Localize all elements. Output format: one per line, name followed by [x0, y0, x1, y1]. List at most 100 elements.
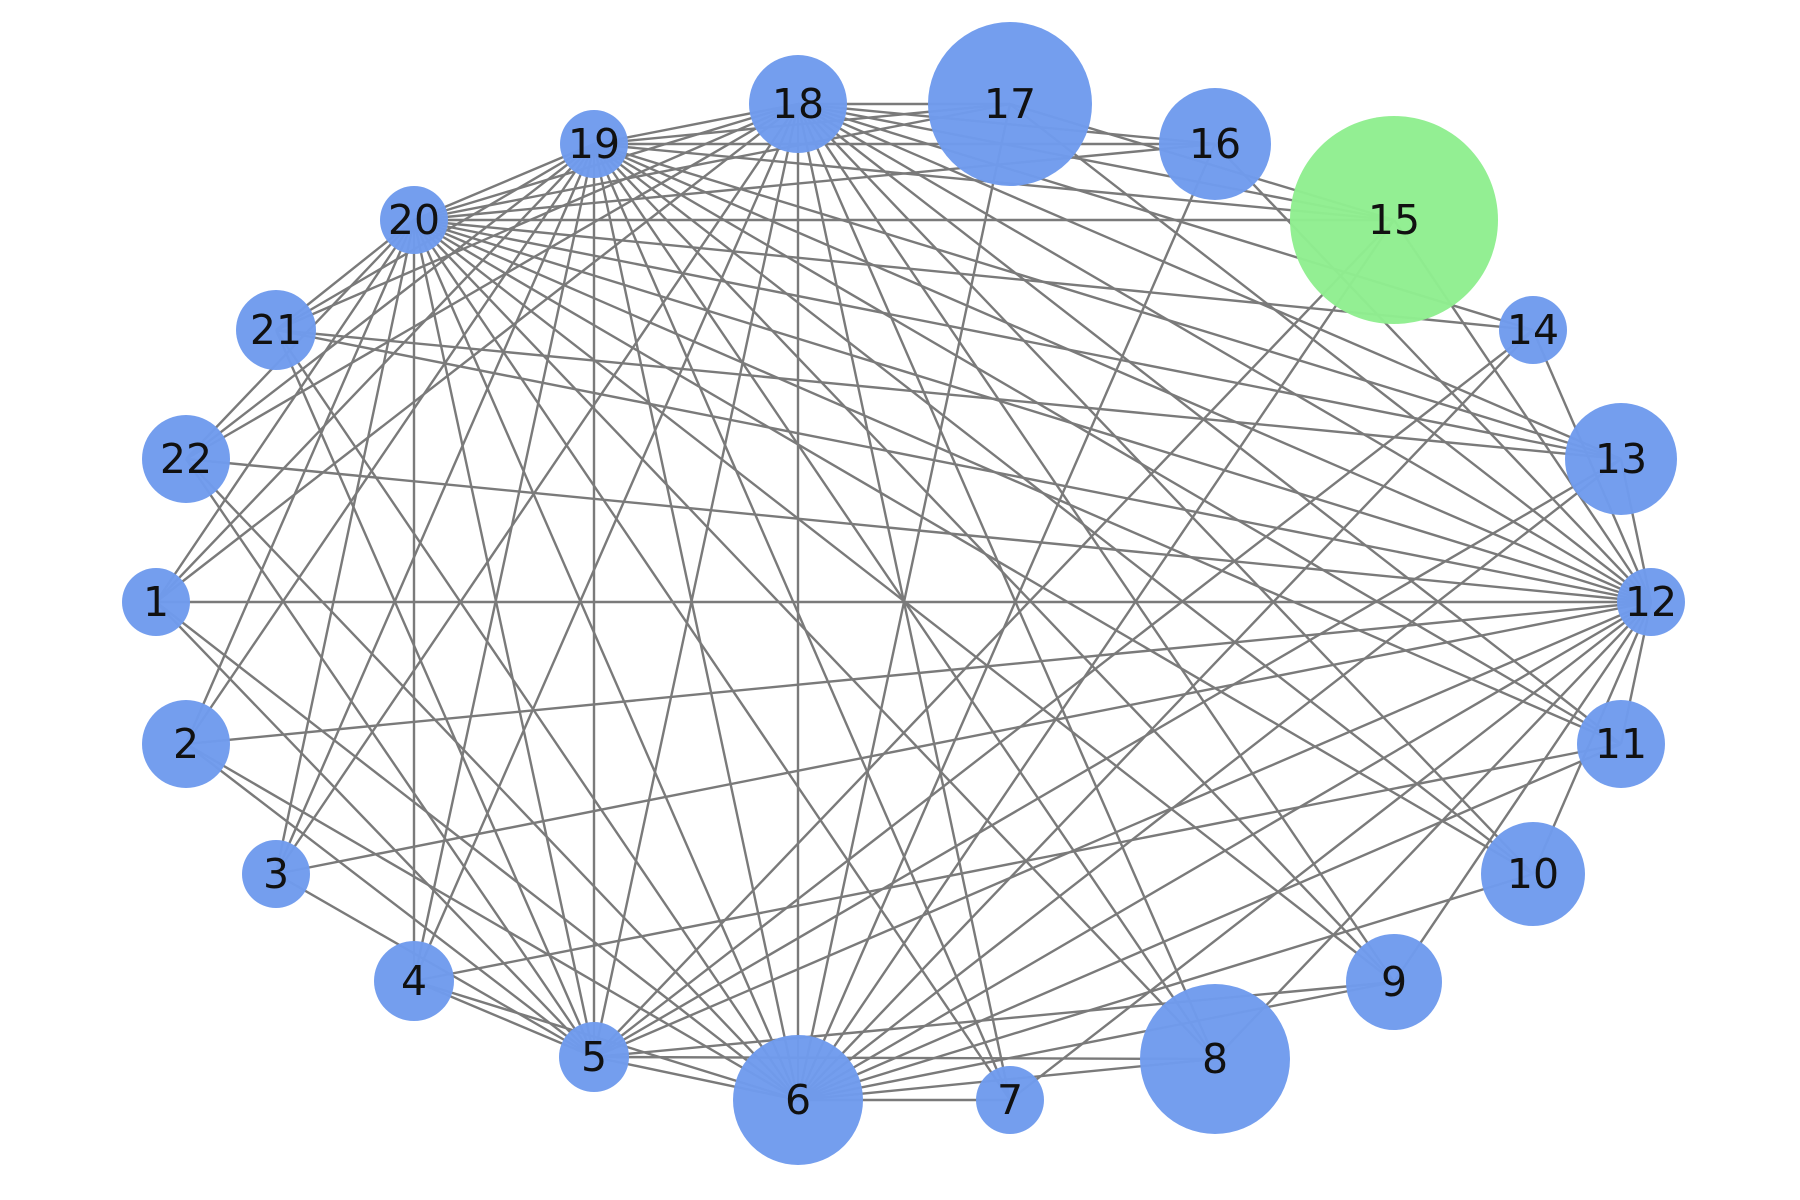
edge-12-18 — [797, 102, 1652, 604]
edge-18-21 — [275, 102, 799, 332]
edge-22-6 — [185, 458, 799, 1101]
edge-6-13 — [797, 458, 1622, 1101]
edge-2-5 — [185, 743, 595, 1058]
edge-13-21 — [275, 328, 1622, 461]
edge-8-18 — [796, 103, 1217, 1060]
edge-3-12 — [275, 600, 1652, 876]
node-label-3: 3 — [263, 850, 289, 898]
edge-1-6 — [155, 601, 799, 1101]
node-circle-12 — [1617, 568, 1685, 636]
edge-10-19 — [593, 143, 1534, 875]
edge-9-20 — [413, 219, 1395, 983]
edge-21-5 — [274, 329, 596, 1058]
edge-7-19 — [592, 143, 1012, 1101]
edge-13-19 — [593, 142, 1622, 461]
node-label-1: 1 — [143, 578, 169, 626]
edge-1-19 — [155, 143, 595, 603]
node-circle-16 — [1159, 88, 1271, 200]
node-circle-22 — [142, 415, 230, 503]
edge-10-18 — [797, 103, 1534, 875]
edge-10-20 — [413, 218, 1534, 876]
node-circle-11 — [1577, 700, 1665, 788]
node-label-15: 15 — [1368, 196, 1420, 244]
edge-6-19 — [592, 143, 800, 1101]
edge-6-15 — [797, 219, 1395, 1101]
node-2: 2 — [142, 700, 230, 788]
edge-16-20 — [413, 142, 1216, 222]
node-label-13: 13 — [1595, 435, 1647, 483]
node-22: 22 — [142, 415, 230, 503]
node-label-22: 22 — [160, 435, 212, 483]
node-16: 16 — [1159, 88, 1271, 200]
edge-6-16 — [796, 143, 1217, 1101]
node-circle-13 — [1565, 403, 1677, 515]
node-label-7: 7 — [997, 1076, 1023, 1124]
edge-11-19 — [593, 142, 1622, 746]
edge-5-15 — [593, 219, 1395, 1058]
edge-6-20 — [412, 219, 800, 1101]
edge-19-22 — [185, 143, 595, 460]
node-20: 20 — [380, 186, 448, 254]
edge-12-21 — [275, 328, 1652, 604]
node-circle-15 — [1290, 116, 1498, 324]
edge-17-20 — [413, 102, 1011, 222]
node-label-19: 19 — [568, 120, 620, 168]
node-circle-14 — [1499, 296, 1567, 364]
edge-2-20 — [184, 219, 416, 745]
node-label-2: 2 — [173, 720, 199, 768]
node-18: 18 — [749, 55, 847, 153]
node-label-14: 14 — [1507, 306, 1559, 354]
node-15: 15 — [1290, 116, 1498, 324]
edge-2-6 — [185, 742, 799, 1102]
edge-1-5 — [155, 601, 595, 1058]
node-21: 21 — [236, 290, 316, 370]
node-10: 10 — [1481, 822, 1585, 926]
node-label-4: 4 — [401, 957, 427, 1005]
node-5: 5 — [559, 1022, 629, 1092]
edge-3-19 — [274, 143, 596, 875]
node-label-9: 9 — [1381, 958, 1407, 1006]
node-label-17: 17 — [984, 80, 1036, 128]
edge-12-20 — [413, 218, 1652, 604]
edge-5-12 — [593, 600, 1652, 1059]
edge-12-22 — [185, 457, 1652, 604]
node-label-11: 11 — [1595, 720, 1647, 768]
node-6: 6 — [733, 1035, 863, 1165]
edge-9-18 — [797, 103, 1395, 983]
node-8: 8 — [1140, 984, 1290, 1134]
node-circle-10 — [1481, 822, 1585, 926]
node-11: 11 — [1577, 700, 1665, 788]
node-14: 14 — [1499, 296, 1567, 364]
node-9: 9 — [1346, 934, 1442, 1030]
node-circle-18 — [749, 55, 847, 153]
node-circle-9 — [1346, 934, 1442, 1030]
node-label-16: 16 — [1189, 120, 1241, 168]
node-circle-1 — [122, 568, 190, 636]
node-label-6: 6 — [785, 1076, 811, 1124]
node-17: 17 — [928, 22, 1092, 186]
node-12: 12 — [1617, 568, 1685, 636]
edge-7-20 — [413, 219, 1011, 1101]
edge-2-19 — [185, 143, 595, 745]
node-13: 13 — [1565, 403, 1677, 515]
edge-4-11 — [413, 742, 1622, 983]
edge-22-5 — [185, 458, 595, 1058]
node-circle-6 — [733, 1035, 863, 1165]
node-label-18: 18 — [772, 80, 824, 128]
node-label-21: 21 — [250, 306, 302, 354]
node-circle-3 — [242, 840, 310, 908]
node-circle-7 — [976, 1066, 1044, 1134]
node-circle-20 — [380, 186, 448, 254]
node-3: 3 — [242, 840, 310, 908]
edge-13-20 — [413, 218, 1622, 461]
edge-4-18 — [412, 103, 800, 982]
edge-8-20 — [413, 219, 1216, 1060]
edge-5-14 — [593, 329, 1534, 1058]
edge-9-19 — [593, 143, 1395, 983]
node-label-8: 8 — [1202, 1035, 1228, 1083]
edge-18-22 — [185, 102, 799, 461]
edge-4-19 — [412, 143, 596, 982]
node-1: 1 — [122, 568, 190, 636]
edge-1-20 — [155, 219, 415, 603]
